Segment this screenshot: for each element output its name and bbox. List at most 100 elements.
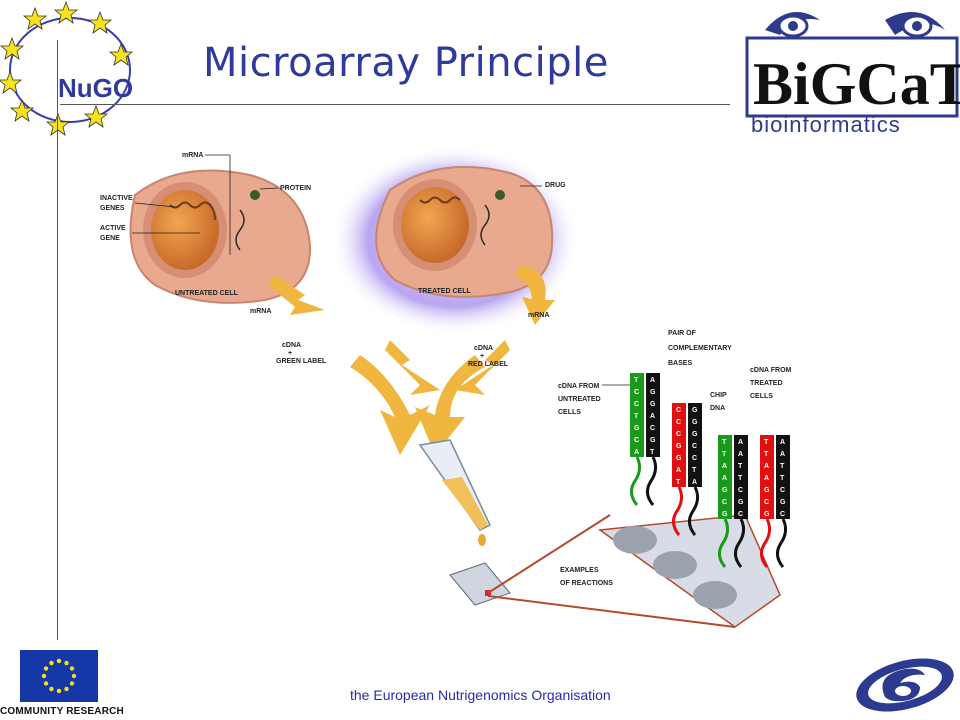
star-icon xyxy=(45,112,71,136)
base-label: C xyxy=(780,511,785,518)
bigcat-logo-tagline: bioinformatics xyxy=(751,112,901,137)
diagram-labels: mRNA PROTEIN INACTIVE GENES ACTIVE GENE … xyxy=(100,152,792,587)
base-label: G xyxy=(634,425,640,432)
eu-flag-logo xyxy=(20,650,98,702)
base-label: C xyxy=(676,407,681,414)
eu-star-icon xyxy=(69,681,75,686)
base-label: T xyxy=(722,439,727,446)
base-label: C xyxy=(722,499,727,506)
label-mrna-top: mRNA xyxy=(182,152,203,159)
strand-backbone xyxy=(734,435,748,519)
base-label: T xyxy=(722,451,727,458)
label-active-gene-2: GENE xyxy=(100,235,120,242)
base-label: C xyxy=(764,499,769,506)
base-label: G xyxy=(780,499,786,506)
base-label: G xyxy=(722,487,728,494)
base-label: C xyxy=(676,419,681,426)
label-inactive-genes-1: INACTIVE xyxy=(100,195,133,202)
base-label: G xyxy=(676,455,682,462)
star-icon xyxy=(87,10,113,34)
eu-star-icon xyxy=(56,658,62,664)
untreated-nucleus xyxy=(151,190,219,270)
base-label: C xyxy=(692,443,697,450)
base-label: T xyxy=(738,463,743,470)
label-cdna-green-3: GREEN LABEL xyxy=(276,358,327,365)
base-label: G xyxy=(722,511,728,518)
base-label: G xyxy=(738,499,744,506)
base-label: T xyxy=(692,467,697,474)
label-cdna-green-2: + xyxy=(288,350,292,357)
base-label: C xyxy=(634,437,639,444)
eu-star-icon xyxy=(49,686,54,692)
base-label: G xyxy=(650,389,656,396)
dna-strands: TCCTGCAAGGACGTCCCGGATGGGCCTATTAAGCGAATTC… xyxy=(630,373,790,568)
label-cdna-green-1: cDNA xyxy=(282,342,301,349)
strand-backbone xyxy=(630,373,644,457)
bigcat-logo-name: BiGCaT xyxy=(753,51,960,117)
nugo-logo: NuGO xyxy=(0,0,134,136)
base-label: C xyxy=(634,401,639,408)
base-label: C xyxy=(780,487,785,494)
base-label: G xyxy=(692,419,698,426)
pipette xyxy=(418,439,491,546)
star-icon xyxy=(83,104,109,128)
label-pair-bases-3: BASES xyxy=(668,360,692,367)
star-icon xyxy=(53,0,79,24)
strand-tail xyxy=(630,456,642,506)
base-label: T xyxy=(634,413,639,420)
base-label: A xyxy=(738,451,743,458)
microarray-chip xyxy=(449,514,781,628)
label-drug: DRUG xyxy=(545,182,566,189)
star-icon xyxy=(9,98,35,122)
label-cdna-red-1: cDNA xyxy=(474,345,493,352)
label-chip-dna-1: CHIP xyxy=(710,392,727,399)
base-label: G xyxy=(650,437,656,444)
eu-star-icon xyxy=(69,666,75,671)
star-icon xyxy=(0,70,23,94)
base-label: G xyxy=(764,487,770,494)
star-icon xyxy=(108,42,134,66)
treated-cell xyxy=(330,145,580,335)
strand-tail xyxy=(776,518,788,568)
fp6-logo xyxy=(856,658,954,712)
bigcat-logo: BiGCaT bioinformatics xyxy=(745,12,960,137)
slide-title: Microarray Principle xyxy=(203,40,609,86)
process-arrows xyxy=(268,265,555,455)
label-inactive-genes-2: GENES xyxy=(100,205,125,212)
strand-tail xyxy=(734,518,746,568)
label-cdna-treated-3: CELLS xyxy=(750,393,773,400)
label-cdna-untreated-1: cDNA FROM xyxy=(558,383,600,390)
base-label: A xyxy=(676,467,681,474)
label-protein: PROTEIN xyxy=(280,185,311,192)
base-label: A xyxy=(722,475,727,482)
label-examples-1: EXAMPLES xyxy=(560,567,599,574)
base-label: T xyxy=(738,475,743,482)
base-label: T xyxy=(650,449,655,456)
label-treated-cell: TREATED CELL xyxy=(418,288,471,295)
label-untreated-cell: UNTREATED CELL xyxy=(175,290,239,297)
base-label: A xyxy=(764,463,769,470)
base-label: C xyxy=(738,511,743,518)
base-label: C xyxy=(650,425,655,432)
base-label: T xyxy=(676,479,681,486)
base-label: A xyxy=(738,439,743,446)
eu-star-icon xyxy=(49,660,54,666)
strand-tail xyxy=(646,456,658,506)
label-examples-2: OF REACTIONS xyxy=(560,580,613,587)
eu-star-icon xyxy=(71,673,77,679)
base-label: G xyxy=(764,511,770,518)
base-label: C xyxy=(634,389,639,396)
label-pair-bases-1: PAIR OF xyxy=(668,330,697,337)
eu-star-icon xyxy=(64,660,69,666)
footer-text: the European Nutrigenomics Organisation xyxy=(350,687,611,703)
eu-star-icon xyxy=(43,666,49,671)
treated-nucleus xyxy=(401,187,469,263)
label-cdna-red-3: RED LABEL xyxy=(468,361,509,368)
